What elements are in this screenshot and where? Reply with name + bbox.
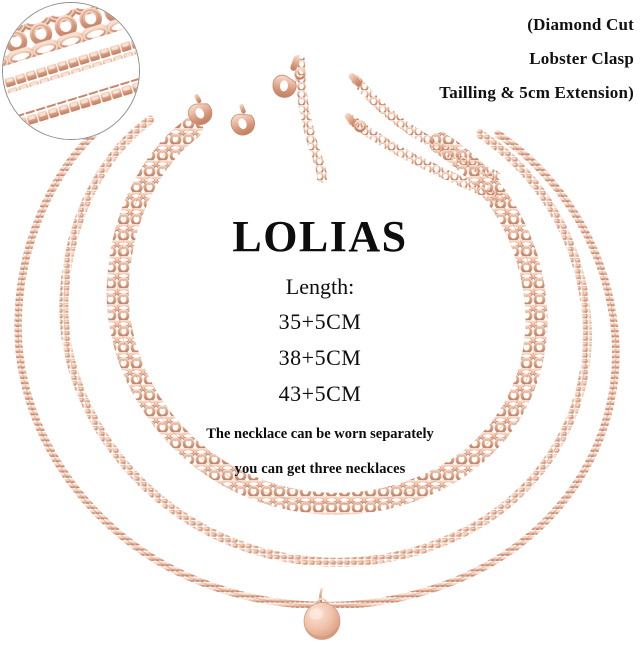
spec-note-line-2: Lobster Clasp: [529, 49, 634, 68]
spec-note-line-3: Tailling & 5cm Extension): [439, 83, 634, 102]
length-label: Length:: [285, 274, 355, 299]
lobster-clasp-inner: [272, 74, 297, 98]
inset-chain-art: [3, 3, 139, 139]
spec-note-line-1: (Diamond Cut: [527, 15, 634, 34]
center-text-panel: LOLIAS Length: 35+5CM 38+5CM 43+5CM The …: [190, 214, 450, 482]
length-option-1: 35+5CM: [278, 309, 362, 334]
length-option-3: 43+5CM: [278, 381, 362, 406]
length-option-2: 38+5CM: [278, 345, 362, 370]
lobster-clasp-middle: [230, 103, 255, 136]
tagline-line-1: The necklace can be worn separately: [206, 426, 434, 442]
lobster-clasp-outer: [187, 93, 213, 126]
tagline-line-2: you can get three necklaces: [234, 461, 406, 477]
brand-title: LOLIAS: [232, 212, 408, 261]
extension-end-bar-right-b: [344, 113, 367, 133]
spec-note: (Diamond Cut Lobster Clasp Tailling & 5c…: [304, 8, 634, 110]
round-disc-pendant: [303, 587, 341, 640]
extension-end-bar-center: [290, 55, 306, 80]
chain-detail-magnifier: [2, 2, 140, 140]
extension-end-bar-right-a: [348, 73, 362, 87]
